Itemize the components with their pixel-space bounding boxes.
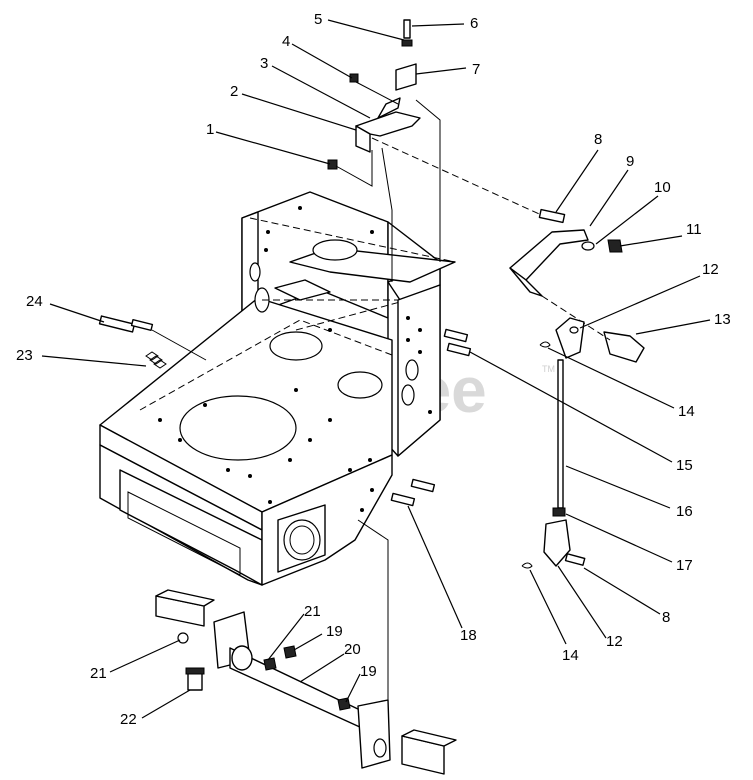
callout-3: 3 — [260, 55, 268, 72]
callout-4: 4 — [282, 33, 290, 50]
frame-hole-top — [312, 239, 358, 261]
nut-part-19b — [337, 697, 351, 711]
callout-15: 15 — [676, 457, 693, 474]
callout-24: 24 — [26, 293, 43, 310]
rod-part-16 — [557, 359, 564, 509]
frame-lower-channel — [119, 469, 263, 586]
frame-right-side — [397, 284, 441, 457]
callout-19-lower: 19 — [360, 663, 377, 680]
callout-6: 6 — [470, 15, 478, 32]
callout-22: 22 — [120, 711, 137, 728]
callout-leaders — [41, 19, 711, 719]
bolt-part-18b — [390, 492, 416, 507]
nut-part-19a — [283, 645, 297, 659]
callout-8-lower: 8 — [662, 609, 670, 626]
top-bracket-assembly — [327, 19, 441, 282]
nut-part-17 — [552, 507, 566, 517]
callout-10: 10 — [654, 179, 671, 196]
callout-19-upper: 19 — [326, 623, 343, 640]
frame-rivets — [158, 206, 432, 512]
right-bracket — [357, 699, 391, 769]
callout-5: 5 — [314, 11, 322, 28]
bolt-part-24 — [98, 315, 136, 333]
frame-tab — [274, 279, 331, 301]
callout-8-upper: 8 — [594, 131, 602, 148]
callout-1: 1 — [206, 121, 214, 138]
callout-21-upper: 21 — [304, 603, 321, 620]
frame-hole-right — [337, 371, 383, 399]
callout-17: 17 — [676, 557, 693, 574]
callout-9: 9 — [626, 153, 634, 170]
bolt-part-8 — [538, 208, 566, 224]
bolt-part-22 — [187, 671, 203, 691]
callout-14-lower: 14 — [562, 647, 579, 664]
watermark-trademark: TM — [542, 364, 555, 374]
clevis-lower-part-12 — [543, 519, 571, 567]
frame-fasteners — [98, 315, 472, 705]
nut-part-11 — [607, 239, 623, 253]
callout-16: 16 — [676, 503, 693, 520]
washer-part-5 — [401, 39, 413, 47]
bracket-part-2 — [355, 125, 371, 153]
bolt-part-18a — [410, 478, 436, 493]
nut-part-4 — [349, 73, 359, 83]
lower-shaft-assembly — [155, 589, 457, 775]
linkage-rod-assembly — [521, 317, 586, 569]
callout-7: 7 — [472, 61, 480, 78]
control-lever-assembly — [371, 137, 645, 363]
callout-12-upper: 12 — [702, 261, 719, 278]
washer-part-21b — [177, 632, 189, 644]
callout-20: 20 — [344, 641, 361, 658]
callout-11: 11 — [686, 221, 702, 238]
cotter-pin-lower-part-14 — [521, 562, 533, 569]
frame-hole-rear — [269, 331, 323, 361]
spring-part-23 — [145, 351, 167, 369]
grip-part-13 — [603, 331, 645, 363]
washer-part-10 — [581, 241, 595, 251]
clip-part-7 — [395, 63, 417, 91]
callout-labels: 1 2 3 4 5 6 7 8 9 10 11 12 13 14 15 16 1… — [16, 11, 731, 728]
callout-21-lower: 21 — [90, 665, 107, 682]
pin-part-8 — [564, 553, 586, 566]
callout-23: 23 — [16, 347, 33, 364]
callout-14-upper: 14 — [678, 403, 695, 420]
callout-2: 2 — [230, 83, 238, 100]
screw-part-6 — [403, 19, 411, 39]
main-frame — [99, 191, 456, 586]
bolt-part-15b — [446, 342, 472, 357]
cotter-pin-upper-part-14 — [539, 341, 551, 348]
bolt-part-15a — [443, 328, 469, 343]
nut-part-1 — [327, 159, 338, 170]
callout-18: 18 — [460, 627, 477, 644]
washer-part-21 — [263, 657, 277, 671]
lever-arm-part-9 — [509, 229, 589, 281]
callout-13: 13 — [714, 311, 731, 328]
callout-12-lower: 12 — [606, 633, 623, 650]
frame-large-hole — [179, 395, 297, 461]
clevis-upper-part-12 — [555, 317, 585, 359]
